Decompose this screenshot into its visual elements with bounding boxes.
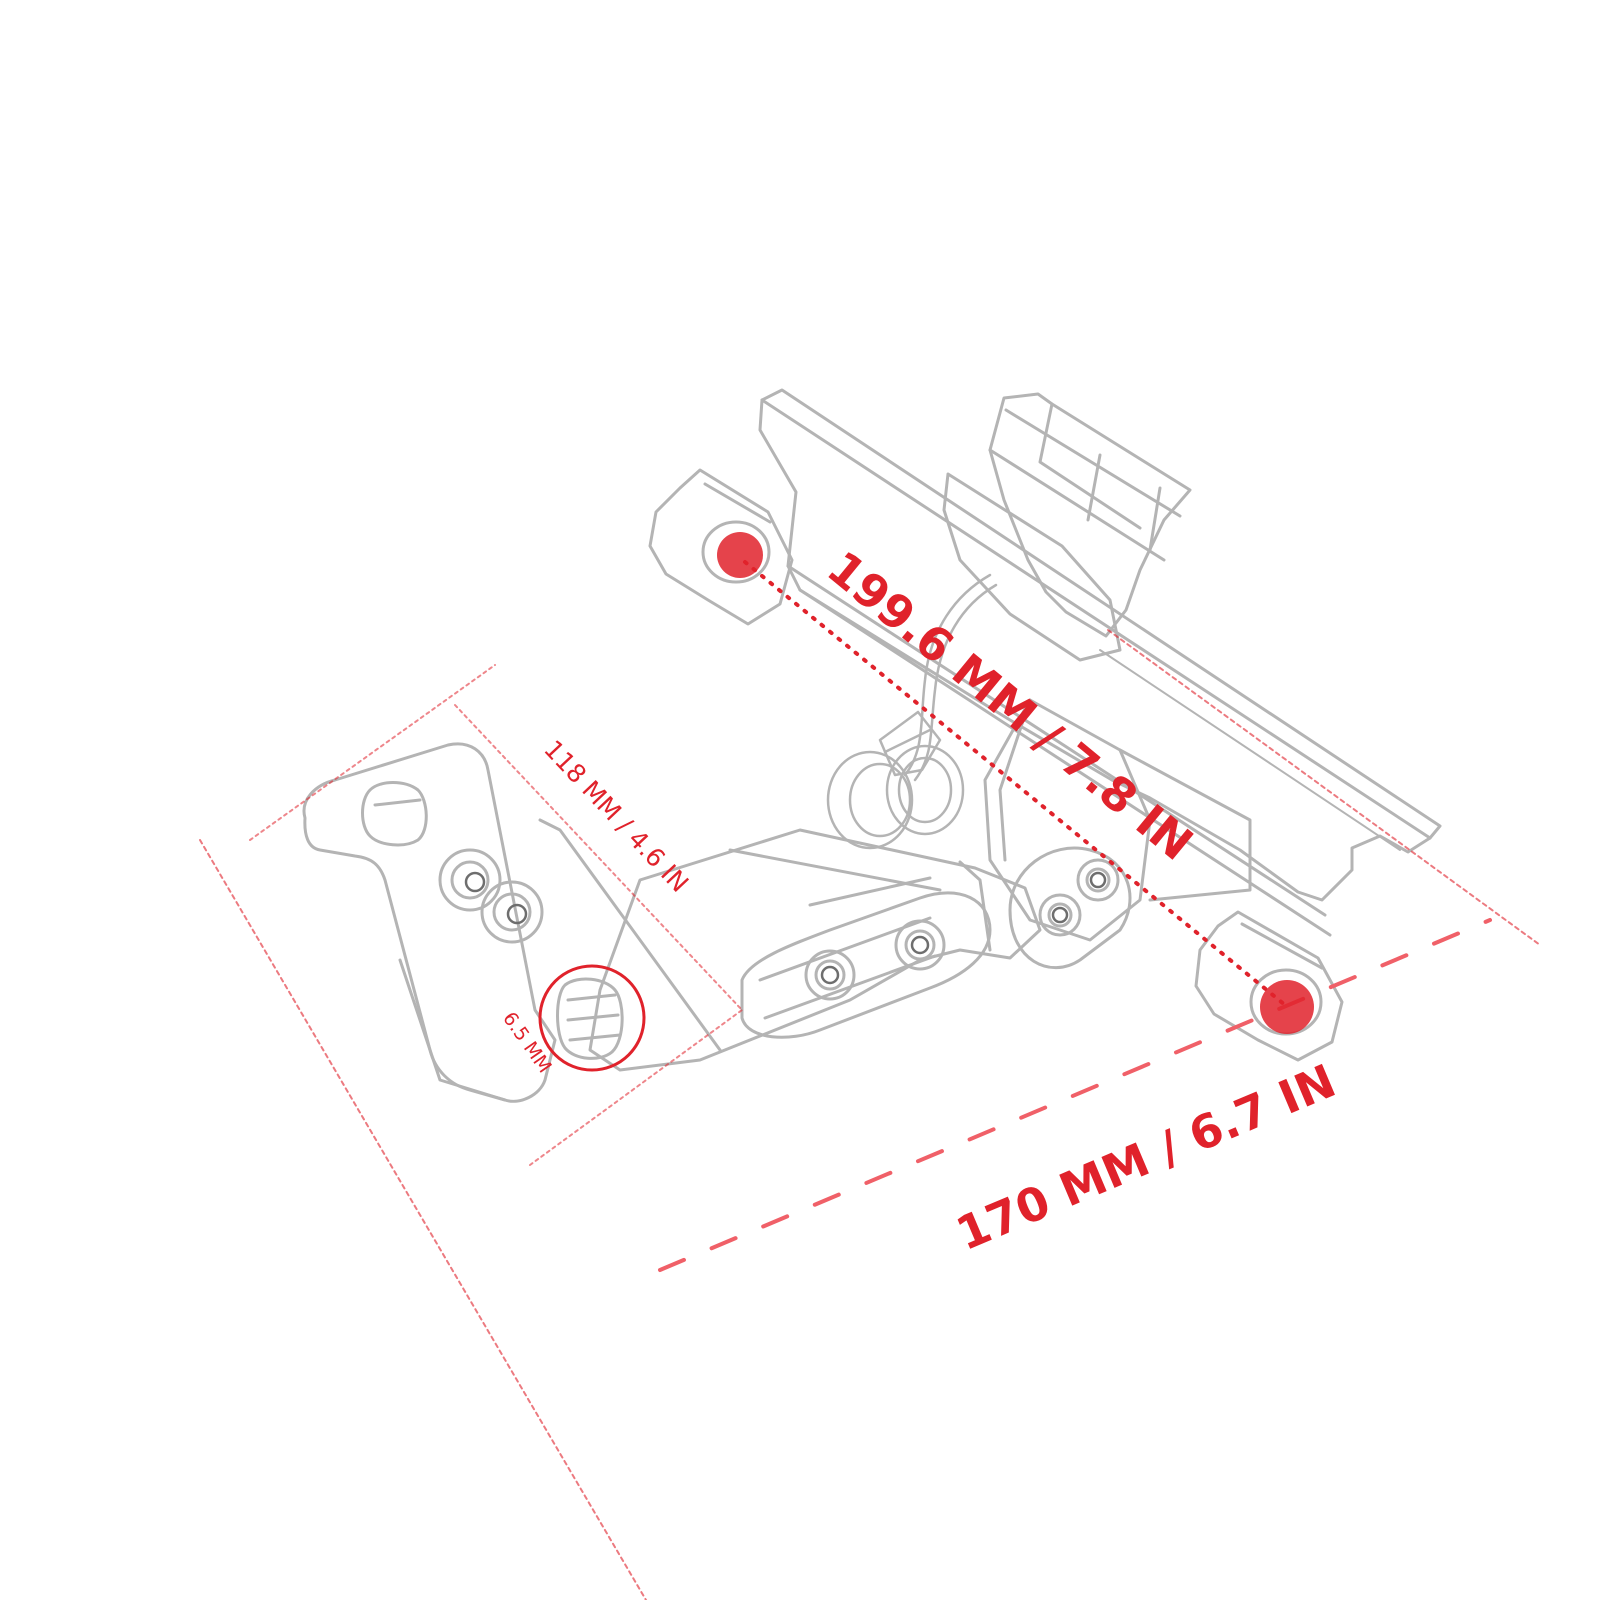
plate-length-ext-top	[249, 664, 496, 841]
screw-head-6	[1089, 871, 1107, 889]
overall-width-label: 170 MM / 6.7 IN	[948, 1053, 1343, 1261]
vertical-post	[983, 698, 1252, 942]
left-mount-ear	[648, 468, 794, 626]
plate-length-ext-bottom	[529, 1009, 743, 1166]
red-dot-marker-icon	[717, 532, 763, 578]
screw-head-3	[820, 965, 840, 985]
right-mount-ear	[1194, 910, 1344, 1062]
screw-head-5	[1051, 906, 1069, 924]
screw-head-1	[464, 871, 486, 893]
screw-heads	[464, 871, 1107, 985]
screw-head-2	[506, 903, 528, 925]
left-plate	[302, 742, 722, 1103]
mount-hole-markers	[717, 532, 1314, 1034]
slotted-link	[740, 891, 992, 1039]
dimension-lines	[199, 560, 1541, 1600]
overall-width-ext-right	[1107, 629, 1541, 946]
bracket-drawing	[302, 388, 1442, 1103]
overall-width-line	[658, 918, 1492, 1272]
wire-loop	[826, 573, 998, 850]
slot-diameter-circle	[538, 964, 646, 1072]
plate-length-label: 118 MM / 4.6 IN	[538, 734, 694, 897]
plate-length-line	[454, 704, 743, 1011]
overall-width-ext-left	[199, 839, 648, 1600]
hole-to-hole-label: 199.6 MM / 7.8 IN	[817, 540, 1203, 871]
red-dot-marker-icon	[1260, 980, 1314, 1034]
cable-connector	[942, 392, 1192, 662]
upper-bar	[758, 388, 1442, 937]
clamp-knuckle	[1008, 846, 1132, 970]
hole-to-hole-line	[743, 560, 1287, 1007]
lower-arm	[588, 828, 1042, 1072]
dimension-labels: 199.6 MM / 7.8 IN 170 MM / 6.7 IN 118 MM…	[498, 540, 1343, 1261]
screw-head-4	[910, 935, 930, 955]
